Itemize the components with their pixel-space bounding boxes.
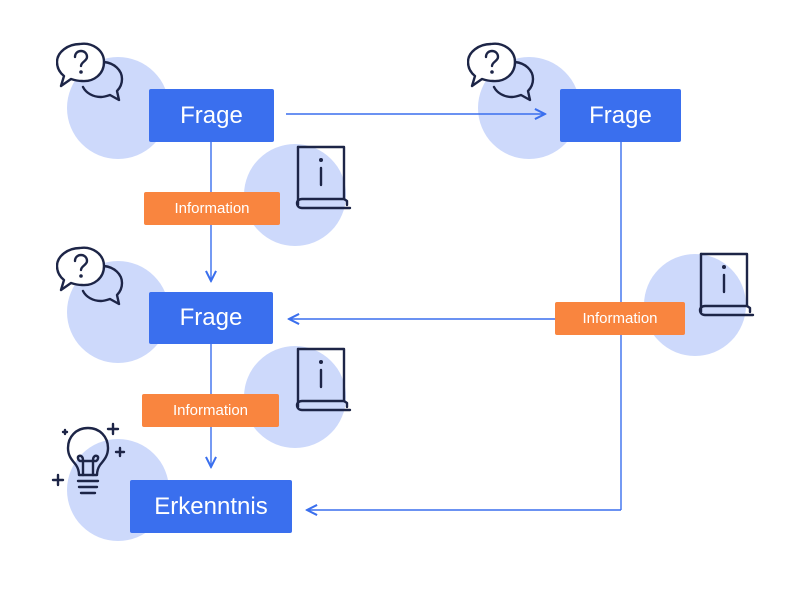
information-label-2: Information (142, 394, 279, 427)
book-info-icon (295, 145, 352, 210)
circle-frage-2 (478, 57, 580, 159)
book-info-icon (295, 347, 352, 412)
frage-box-1: Frage (149, 89, 274, 142)
frage-box-3: Frage (149, 292, 273, 344)
speech-bubble-question-icon (56, 246, 124, 306)
erkenntnis-box: Erkenntnis (130, 480, 292, 533)
information-label-3: Information (555, 302, 685, 335)
book-info-icon (698, 252, 755, 317)
lightbulb-icon (51, 422, 126, 495)
speech-bubble-question-icon (56, 42, 124, 102)
speech-bubble-question-icon (467, 42, 535, 102)
circle-frage-3 (67, 261, 169, 363)
frage-box-2: Frage (560, 89, 681, 142)
circle-frage-1 (67, 57, 169, 159)
information-label-1: Information (144, 192, 280, 225)
